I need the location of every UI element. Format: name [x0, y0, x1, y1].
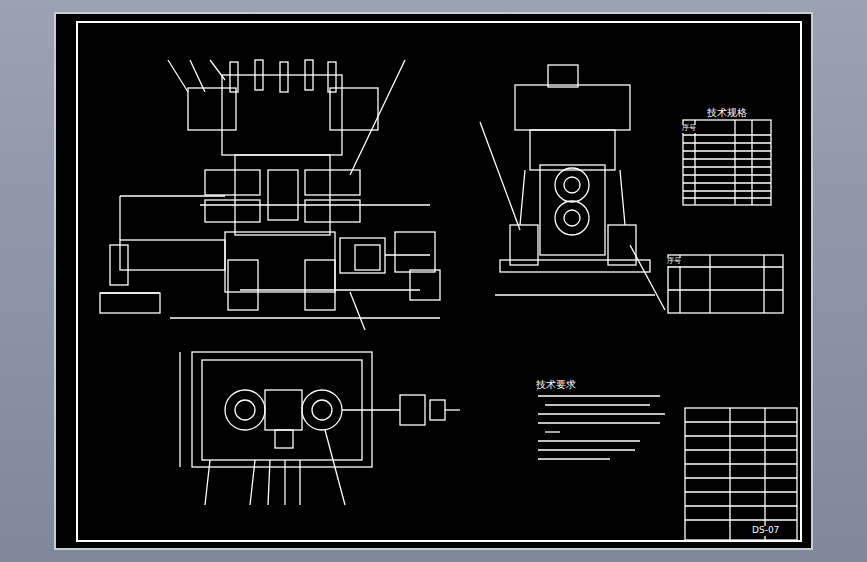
- drawing-label: DS-07: [751, 526, 780, 536]
- drawing-label: 技术规格: [706, 107, 748, 118]
- drawing-label: 技术要求: [535, 379, 577, 390]
- drawing-label: 序号: [681, 125, 697, 133]
- drawing-label: 序号: [666, 258, 682, 266]
